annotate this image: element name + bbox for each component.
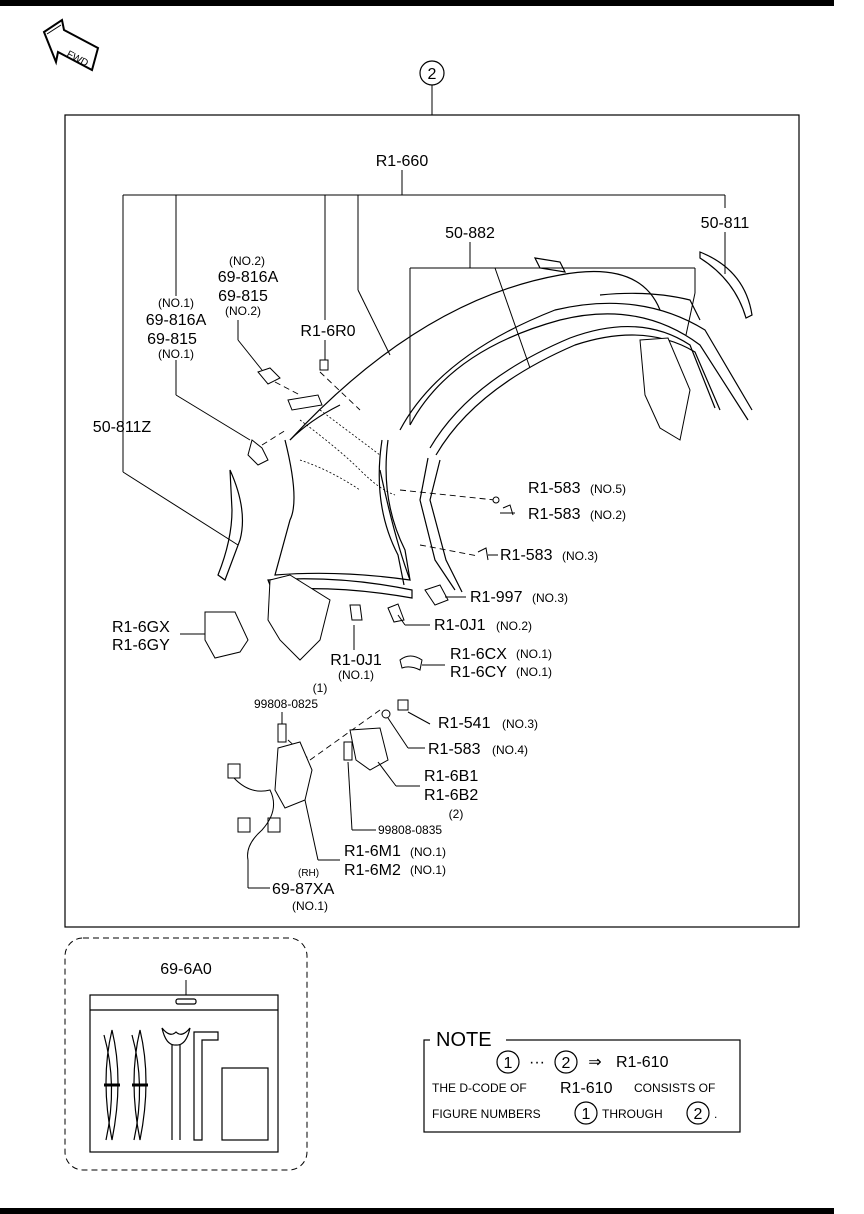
- fwd-arrow-icon: FWD: [42, 18, 100, 72]
- bracket-r1-6b1-icon: [349, 727, 389, 771]
- figure-number: 2: [428, 66, 437, 83]
- note-line3-d: 2: [694, 1106, 703, 1123]
- bracket-r1-6gx-icon: [204, 611, 249, 659]
- note-arrow: ⇒: [588, 1054, 601, 1071]
- connector-c-icon: [267, 817, 281, 833]
- label-no1-d: (NO.1): [516, 647, 552, 661]
- clip-r1-583-no3-icon: [477, 547, 489, 561]
- label-no3-a: (NO.3): [562, 549, 598, 563]
- label-50-811z: 50-811Z: [93, 419, 152, 436]
- bolt-r1-541-icon: [397, 699, 409, 711]
- label-no1-f: (NO.1): [410, 845, 446, 859]
- label-69-816a-top: 69-816A: [218, 269, 279, 286]
- label-r1-0j1-no2: R1-0J1: [434, 617, 486, 634]
- note-circle-2: [554, 1050, 578, 1074]
- label-two-paren: (2): [449, 807, 464, 821]
- bottom-rule: [0, 1208, 834, 1214]
- label-no5: (NO.5): [590, 482, 626, 496]
- bolt-99808-0825-icon: [277, 723, 287, 743]
- label-99808-0835: 99808-0835: [378, 823, 442, 837]
- label-r1-6b1: R1-6B1: [424, 768, 478, 785]
- note-target: R1-610: [616, 1054, 669, 1071]
- label-69-6a0: 69-6A0: [160, 961, 212, 978]
- label-no2-top: (NO.2): [229, 254, 265, 268]
- note-line2-a: THE D-CODE OF: [432, 1081, 527, 1095]
- clip-69-815-no1-icon: [247, 439, 269, 466]
- 50-882-leaders: [409, 242, 696, 425]
- note-line3-c: THROUGH: [602, 1107, 663, 1121]
- label-no2-d: (NO.2): [496, 619, 532, 633]
- note-line3-a: FIGURE NUMBERS: [432, 1107, 541, 1121]
- label-r1-997: R1-997: [470, 589, 523, 606]
- label-r1-6cx: R1-6CX: [450, 646, 507, 663]
- note-circle-1-text: 1: [504, 1055, 513, 1072]
- label-no1-e: (NO.1): [516, 665, 552, 679]
- label-no2-b: (NO.2): [225, 304, 261, 318]
- label-r1-6b2: R1-6B2: [424, 787, 478, 804]
- clip-r1-6cx-icon: [399, 655, 423, 671]
- label-no2-c: (NO.2): [590, 508, 626, 522]
- label-r1-583-no4: R1-583: [428, 741, 481, 758]
- main-frame: [64, 114, 800, 928]
- label-r1-583-no3: R1-583: [500, 547, 553, 564]
- label-r1-6cy: R1-6CY: [450, 664, 507, 681]
- r1-660-leaders: [122, 170, 726, 546]
- note-line2-c: CONSISTS OF: [634, 1081, 715, 1095]
- label-no1-c: (NO.1): [338, 668, 374, 682]
- label-r1-583-no5: R1-583: [528, 480, 581, 497]
- bracket-top-icon: [287, 394, 323, 411]
- label-r1-660: R1-660: [376, 153, 429, 170]
- label-r1-6r0: R1-6R0: [300, 323, 355, 340]
- note-circle-1: [496, 1050, 520, 1074]
- kit-dashed-frame: [64, 937, 308, 1171]
- bolt-99808-0835-icon: [343, 741, 353, 761]
- label-no1-g: (NO.1): [410, 863, 446, 877]
- label-no1-b: (NO.1): [158, 347, 194, 361]
- connector-b-icon: [237, 817, 251, 833]
- note-circle-2-text: 2: [562, 1055, 571, 1072]
- label-no1-h: (NO.1): [292, 899, 328, 913]
- clip-r1-0j1-no1-icon: [349, 604, 363, 621]
- label-r1-541: R1-541: [438, 715, 491, 732]
- label-no4: (NO.4): [492, 743, 528, 757]
- bolt-r1-6r0-icon: [319, 359, 329, 371]
- note-title: NOTE: [436, 1029, 492, 1051]
- label-50-811: 50-811: [701, 215, 750, 232]
- note-box: [423, 1039, 741, 1133]
- note-line3-b: 1: [582, 1106, 591, 1123]
- label-no3-c: (NO.3): [502, 717, 538, 731]
- washer-r1-583-no5-icon: [492, 496, 500, 504]
- label-rh: (RH): [298, 868, 319, 879]
- label-r1-0j1-no1: R1-0J1: [330, 652, 382, 669]
- label-no1-a: (NO.1): [158, 296, 194, 310]
- label-r1-6m1: R1-6M1: [344, 843, 401, 860]
- convertible-top-frame: [217, 251, 753, 599]
- label-no3-b: (NO.3): [532, 591, 568, 605]
- clip-r1-997-icon: [424, 584, 449, 606]
- note-line3-e: .: [714, 1107, 717, 1121]
- label-one-paren: (1): [313, 681, 328, 695]
- label-r1-583-no2: R1-583: [528, 506, 581, 523]
- note-line2-b: R1-610: [560, 1080, 613, 1097]
- label-50-882: 50-882: [445, 225, 495, 242]
- label-r1-6gx: R1-6GX: [112, 619, 170, 636]
- label-69-816a-b: 69-816A: [146, 312, 207, 329]
- motor-r1-6m1-icon: [274, 741, 313, 809]
- washer-r1-583-no4-icon: [381, 709, 391, 719]
- clip-69-815-no2-icon: [257, 367, 281, 385]
- top-rule: [0, 0, 834, 6]
- harness-69-87xa-icon: [233, 777, 275, 861]
- tool-kit-bag-icon: [89, 994, 279, 1153]
- label-69-815-top: 69-815: [218, 288, 268, 305]
- connector-a-icon: [227, 763, 241, 779]
- rear-hinge-icon: [639, 337, 691, 441]
- label-69-815-b: 69-815: [147, 331, 197, 348]
- label-99808-0825: 99808-0825: [254, 697, 318, 711]
- label-r1-6m2: R1-6M2: [344, 862, 401, 879]
- label-69-87xa: 69-87XA: [272, 881, 335, 898]
- label-r1-6gy: R1-6GY: [112, 637, 170, 654]
- hinge-assembly-icon: [267, 574, 331, 661]
- note-dots: ···: [529, 1054, 545, 1071]
